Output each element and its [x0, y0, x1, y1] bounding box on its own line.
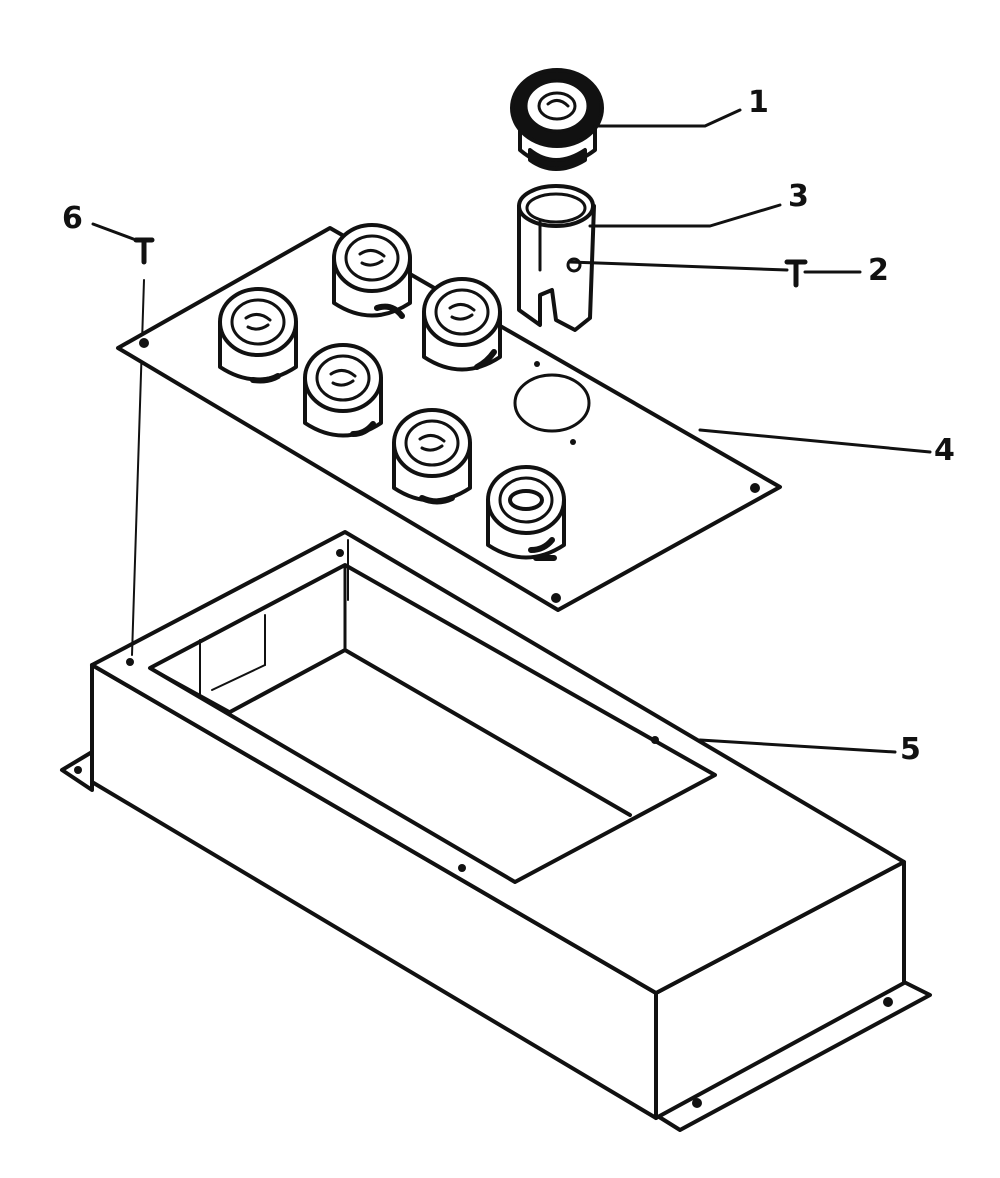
panel-mounting-hole [515, 375, 589, 431]
callout-4: 4 [934, 433, 955, 468]
set-screw [787, 262, 805, 285]
panel-indicator-light [220, 289, 296, 381]
indicator-light-lens [512, 70, 602, 169]
leader-lines [93, 110, 930, 752]
leader-line-1 [595, 110, 740, 126]
panel-indicator-light [394, 410, 470, 502]
leader-line-4 [700, 430, 930, 452]
panel-indicator-light [334, 225, 410, 316]
panel-screw [136, 240, 152, 262]
leader-line-6 [93, 224, 136, 240]
panel-indicator-light [424, 279, 500, 370]
enclosure-top-opening [150, 565, 715, 882]
lamp-socket-sleeve [519, 186, 594, 330]
control-box-enclosure [62, 532, 930, 1130]
leader-line-3 [590, 205, 780, 226]
callout-6: 6 [62, 201, 83, 236]
callout-3: 3 [788, 179, 809, 214]
leader-line-2 [570, 262, 860, 272]
callout-5: 5 [900, 732, 921, 767]
panel-indicator-light [305, 345, 381, 436]
callout-2: 2 [868, 253, 889, 288]
callout-1: 1 [748, 85, 769, 120]
panel-indicator-lights [220, 225, 564, 558]
leader-line-5 [700, 740, 895, 752]
panel-indicator-light [488, 467, 564, 558]
